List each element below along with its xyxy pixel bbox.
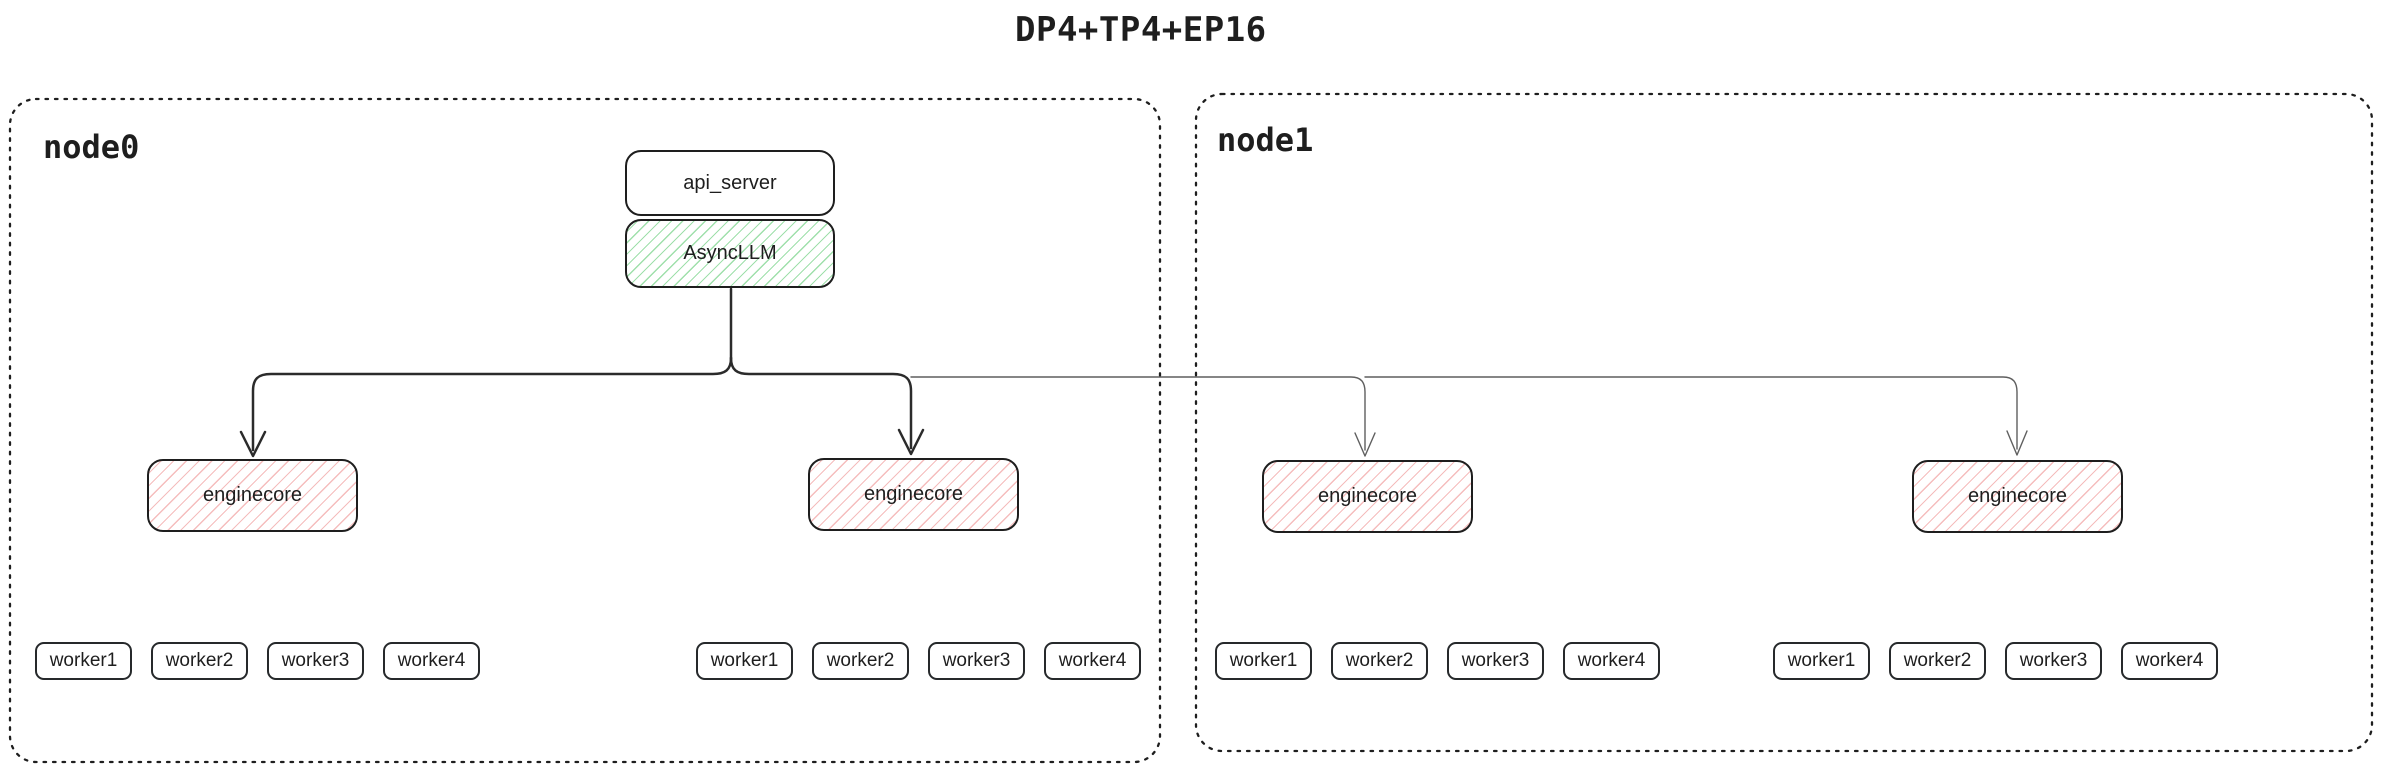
node0-label: node0 bbox=[43, 128, 140, 166]
enginecore-box: enginecore bbox=[1262, 460, 1473, 533]
worker-row: worker1 worker2 worker3 worker4 bbox=[696, 642, 1141, 680]
worker-row: worker1 worker2 worker3 worker4 bbox=[1215, 642, 1660, 680]
node0-container: node0 api_server AsyncLLM enginecore eng… bbox=[9, 98, 1160, 763]
worker-box: worker3 bbox=[267, 642, 364, 680]
worker-row: worker1 worker2 worker3 worker4 bbox=[1773, 642, 2218, 680]
worker-box: worker1 bbox=[1215, 642, 1312, 680]
worker-box: worker4 bbox=[2121, 642, 2218, 680]
worker-box: worker3 bbox=[2005, 642, 2102, 680]
worker-box: worker4 bbox=[1044, 642, 1141, 680]
node1-label: node1 bbox=[1217, 121, 1314, 159]
enginecore-box: enginecore bbox=[147, 459, 358, 532]
worker-box: worker4 bbox=[383, 642, 480, 680]
worker-box: worker4 bbox=[1563, 642, 1660, 680]
worker-box: worker2 bbox=[1889, 642, 1986, 680]
asyncllm-box: AsyncLLM bbox=[625, 219, 835, 288]
worker-box: worker2 bbox=[812, 642, 909, 680]
worker-box: worker3 bbox=[1447, 642, 1544, 680]
worker-box: worker1 bbox=[35, 642, 132, 680]
node1-container: node1 enginecore enginecore worker1 work… bbox=[1195, 93, 2373, 752]
worker-box: worker2 bbox=[1331, 642, 1428, 680]
worker-box: worker1 bbox=[696, 642, 793, 680]
enginecore-box: enginecore bbox=[1912, 460, 2123, 533]
worker-box: worker1 bbox=[1773, 642, 1870, 680]
worker-box: worker3 bbox=[928, 642, 1025, 680]
diagram-title: DP4+TP4+EP16 bbox=[1015, 10, 1267, 50]
enginecore-box: enginecore bbox=[808, 458, 1019, 531]
worker-row: worker1 worker2 worker3 worker4 bbox=[35, 642, 480, 680]
worker-box: worker2 bbox=[151, 642, 248, 680]
api-server-box: api_server bbox=[625, 150, 835, 216]
